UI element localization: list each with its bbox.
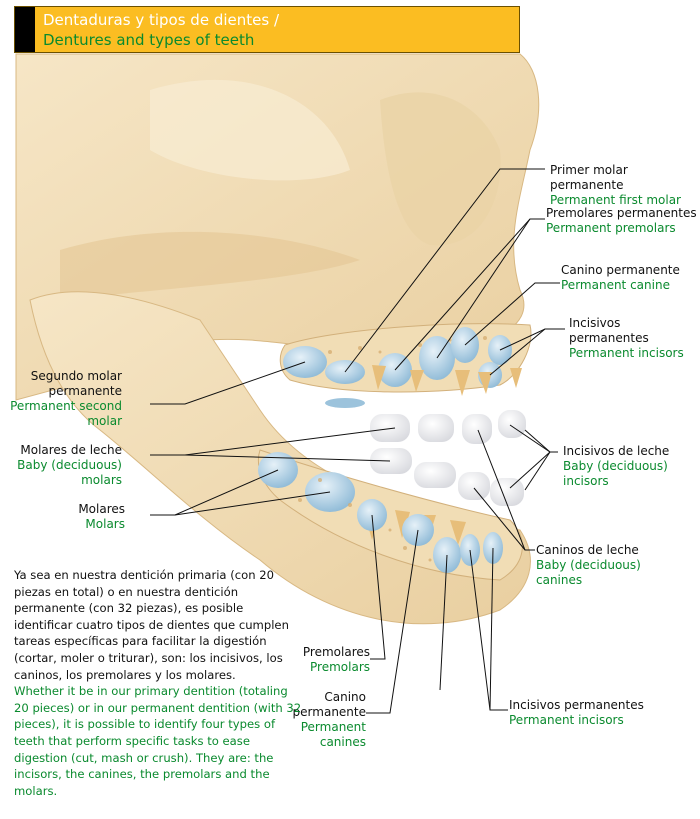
label-upper-canine: Canino permanente Permanent canine bbox=[561, 263, 680, 292]
label-upper-incisors: Incisivos permanentes Permanent incisors bbox=[569, 316, 684, 360]
title-english: Dentures and types of teeth bbox=[43, 31, 255, 49]
label-upper-premolars: Premolares permanentes Permanent premola… bbox=[546, 206, 697, 235]
label-lower-incisors: Incisivos permanentes Permanent incisors bbox=[509, 698, 644, 727]
label-baby-molars: Molares de leche Baby (deciduous) molars bbox=[17, 443, 122, 487]
title-accent-bar bbox=[15, 7, 35, 52]
label-lower-canine: Canino permanente Permanent canines bbox=[292, 690, 366, 749]
label-baby-incisors: Incisivos de leche Baby (deciduous) inci… bbox=[563, 444, 670, 488]
label-molars: Molares Molars bbox=[78, 502, 125, 531]
lower-baby-teeth bbox=[370, 448, 524, 506]
description-text: Ya sea en nuestra dentición primaria (co… bbox=[14, 567, 304, 799]
label-baby-canines: Caninos de leche Baby (deciduous) canine… bbox=[536, 543, 641, 587]
upper-baby-teeth bbox=[370, 410, 526, 444]
label-first-molar: Primer molar permanente Permanent first … bbox=[550, 163, 681, 207]
leader-lines bbox=[150, 168, 565, 714]
description-spanish: Ya sea en nuestra dentición primaria (co… bbox=[14, 568, 289, 682]
title-banner: Dentaduras y tipos de dientes / Dentures… bbox=[14, 6, 520, 53]
label-lower-premolars: Premolares Premolars bbox=[302, 645, 370, 674]
title-spanish: Dentaduras y tipos de dientes / bbox=[43, 11, 279, 29]
label-second-molar: Segundo molar permanente Permanent secon… bbox=[10, 369, 122, 428]
description-english: Whether it be in our primary dentition (… bbox=[14, 684, 302, 798]
